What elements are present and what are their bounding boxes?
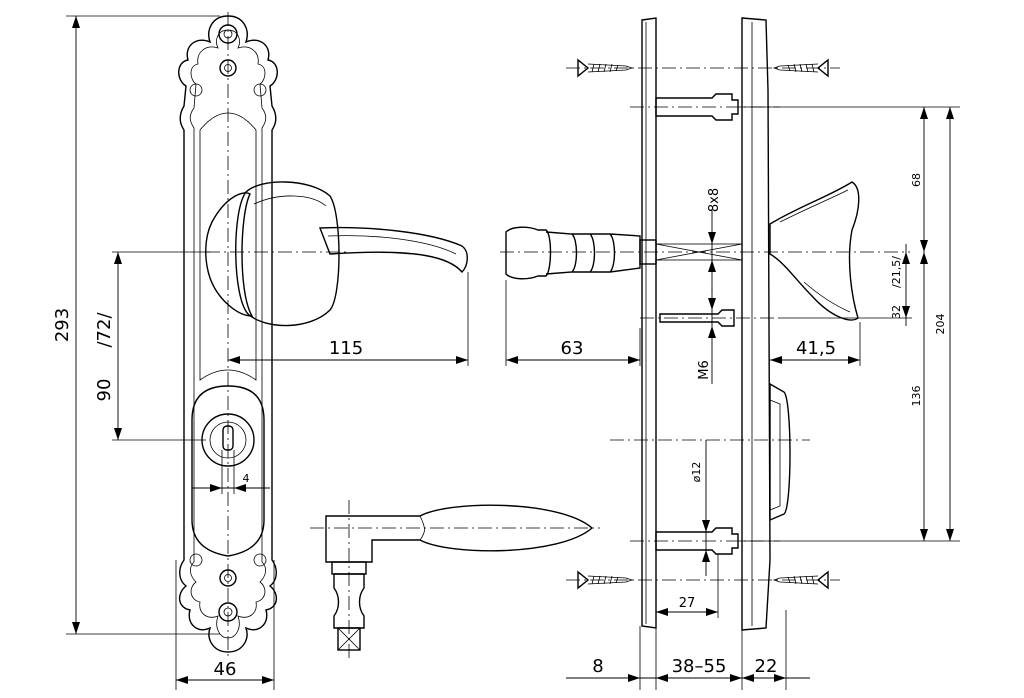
lever-side-right [769, 181, 860, 321]
dim-handle-to-key: 90 [94, 379, 115, 402]
arrow-lever-proj-left [770, 356, 782, 364]
arrow-bolt-right [706, 608, 718, 616]
dim-lever-projection: 41,5 [796, 338, 836, 359]
side-dimensions: 63 8x8 M6 41,5 68 136 20 [505, 106, 960, 690]
right-plate [741, 17, 771, 631]
arrow-knob-right [628, 356, 640, 364]
arrow-key-left [210, 484, 222, 492]
dim-plate-thickness: 8 [592, 656, 603, 677]
dim-key-offset: 4 [243, 472, 250, 485]
arrow-bottom [72, 622, 80, 634]
arrow-knob-left [506, 356, 518, 364]
knob-highlight [253, 195, 327, 207]
arrow-plate-right [262, 676, 274, 684]
left-plate [641, 17, 657, 629]
dim-plate-width: 46 [214, 659, 237, 680]
dim-handle-to-key-alt: /72/ [94, 312, 115, 348]
arrow-thread-bottom [708, 326, 716, 338]
ornament-ring-right [253, 83, 267, 97]
arrow-bolt-left [656, 608, 668, 616]
cylinder-housing-inner [769, 399, 781, 511]
arrow-plate-left [176, 676, 188, 684]
arrow-total-top [946, 107, 954, 119]
arrow-8-left [628, 674, 640, 682]
arrow-spindle-bottom [708, 260, 716, 272]
dim-spindle: 8x8 [707, 188, 722, 212]
side-view [500, 17, 910, 631]
lever-top-body [325, 504, 594, 563]
front-dimensions: 293 90 /72/ 115 4 46 [52, 15, 469, 690]
knob-side-boss [639, 239, 657, 265]
lever-bottom-view [310, 500, 600, 660]
dim-knob-offset-alt: /21,5/ [890, 256, 903, 288]
dim-knob-offset: 32 [890, 305, 903, 319]
dim-lower-screw: 136 [910, 386, 923, 407]
ornament-ring-left [189, 83, 203, 97]
arrow-cyl-top [702, 520, 710, 532]
arrow-8-right [656, 674, 668, 682]
lever-side-right-inner [779, 189, 851, 313]
upper-bolt [655, 93, 739, 121]
dim-knob-projection: 63 [561, 338, 584, 359]
backplate-outline [178, 15, 278, 653]
knob-body [235, 181, 340, 327]
arrow-lever-left [228, 356, 240, 364]
ornament-ring-left-bottom [189, 553, 203, 567]
knob-side-left [505, 226, 552, 280]
arrow-knob-offset-top [902, 252, 910, 264]
dim-door-range: 38–55 [672, 656, 727, 677]
cylinder-rosette [191, 385, 265, 557]
arrow-range-right [730, 674, 742, 682]
arrow-handle [114, 252, 122, 264]
arrow-lever-proj-right [848, 356, 860, 364]
arrow-cyl-bottom [702, 550, 710, 562]
dim-lever-length: 115 [329, 338, 363, 359]
backplate-panel [199, 112, 257, 381]
spindle-shank [333, 573, 365, 629]
ornament-ring-right-bottom [253, 553, 267, 567]
knob-side-neck [545, 231, 641, 275]
lever-handle-inner [327, 235, 457, 255]
knob-rosette [205, 192, 254, 317]
dim-bolt-depth: 27 [679, 596, 696, 611]
arrow-key-right [234, 484, 246, 492]
dim-overall-height: 293 [52, 308, 73, 342]
arrow-spindle-top [708, 232, 716, 244]
arrow-thread-top [708, 298, 716, 310]
lower-bolt [655, 527, 739, 555]
dim-thread: M6 [697, 360, 712, 380]
arrow-lower-screw-bottom [920, 529, 928, 541]
arrow-22-left [742, 674, 754, 682]
arrow-knob-offset-bottom [902, 306, 910, 318]
arrow-upper-screw-bottom [920, 240, 928, 252]
arrow-top [72, 16, 80, 28]
lever-top-groove [419, 515, 425, 541]
front-view [178, 12, 468, 660]
arrow-key [114, 428, 122, 440]
arrow-lever-right [456, 356, 468, 364]
lever-handle [318, 226, 468, 274]
dim-total-span: 204 [934, 314, 947, 335]
m6-bolt [659, 309, 735, 327]
cylinder-housing [769, 382, 791, 522]
dim-rosette-thickness: 22 [755, 656, 778, 677]
arrow-lower-screw-top [920, 252, 928, 264]
dim-cylinder-dia: ø12 [690, 462, 703, 483]
arrow-total-bottom [946, 529, 954, 541]
dim-upper-screw: 68 [910, 173, 923, 187]
arrow-22-right [774, 674, 786, 682]
arrow-upper-screw-top [920, 107, 928, 119]
